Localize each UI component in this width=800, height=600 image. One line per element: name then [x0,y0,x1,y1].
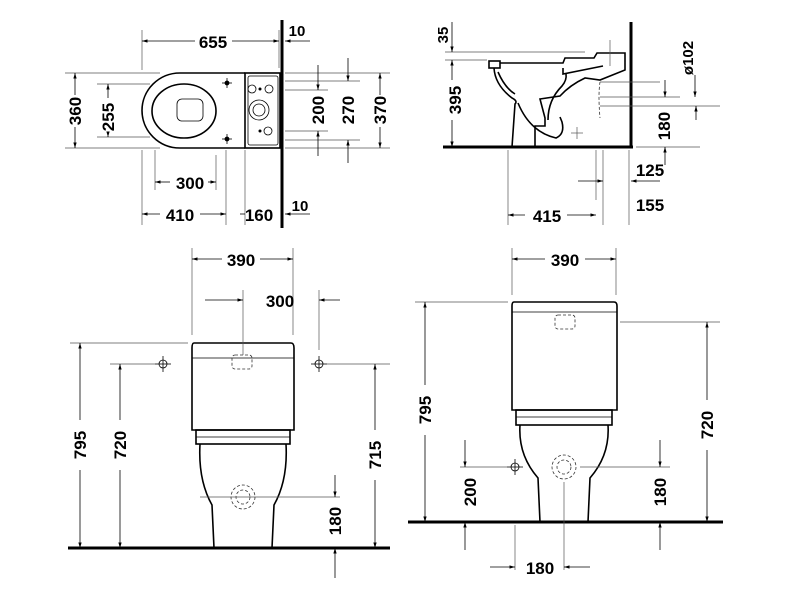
bowl-outline [141,72,245,149]
dim-300-top: 300 [176,174,204,193]
dim-200-right: 200 [461,478,480,506]
fixing-marks [155,356,327,372]
cistern-outline [511,301,618,411]
outlet-circle [248,99,270,121]
dimension-lines [78,257,377,578]
trap-inner [547,73,567,121]
side-view: 35 395 ø102 180 125 415 155 [435,22,720,226]
extension-lines [415,248,720,570]
cistern-inner [247,75,279,146]
dim-180-right-horizontal: 180 [526,559,554,578]
bowl-front [493,67,517,148]
fixing-hole [263,126,273,136]
dim-795-right: 795 [416,396,435,424]
seat-hinge [488,60,501,69]
dim-395: 395 [446,86,465,114]
seat-outline [151,83,217,139]
dim-720-right: 720 [698,411,717,439]
dim-415: 415 [533,207,561,226]
outlet-dashed [551,454,577,480]
dim-255: 255 [99,103,118,131]
dim-125: 125 [636,161,664,180]
bowl-inner [497,71,516,95]
outlet-dashed [598,81,601,119]
dimension-lines [423,257,709,569]
dim-715: 715 [366,441,385,469]
trap-curve [517,102,564,139]
cistern-outline [191,342,295,431]
dim-370: 370 [371,96,390,124]
dim-200: 200 [309,96,328,124]
dim-155: 155 [636,196,664,215]
fixing-cross [222,78,232,144]
dim-35: 35 [435,27,452,44]
dim-410: 410 [166,206,194,225]
dimension-lines [450,22,698,217]
fixing-hole [264,84,274,94]
dim-655: 655 [199,33,227,52]
dim-390-right: 390 [551,251,579,270]
dot [258,87,262,91]
seat-band [515,409,613,426]
outlet-inner [252,103,266,117]
dim-795-left: 795 [71,431,90,459]
bowl-outline [519,424,609,523]
fixing-marks [507,459,523,475]
front-view-right: 390 795 720 200 180 180 [408,248,723,578]
bowl-outline [198,443,288,549]
fixing-hole [247,84,257,94]
bowl-opening [176,98,204,122]
cistern-profile [500,52,626,147]
front-view-left: 390 300 795 720 715 180 [68,248,390,578]
dim-180-side: 180 [655,112,674,140]
flush-button-dashed [554,314,576,330]
top-view: 655 10 360 255 200 270 370 300 410 160 1… [65,20,390,228]
flush-button-dashed [231,354,253,370]
dim-diameter-102: ø102 [680,41,697,75]
dim-160: 160 [245,206,273,225]
dim-300-front: 300 [266,292,294,311]
cistern-outline [244,72,281,149]
extension-lines [70,248,390,498]
extension-lines [445,40,720,225]
dim-360: 360 [66,97,85,125]
dim-180-right-vertical: 180 [651,478,670,506]
dim-10-bottom: 10 [292,198,309,215]
dot [258,129,262,133]
dim-390-left: 390 [227,251,255,270]
outlet-dashed-inner [556,459,572,475]
tank-edge [562,65,604,75]
dim-10-top: 10 [289,23,306,40]
dim-270: 270 [339,96,358,124]
dimension-lines [73,39,382,216]
dim-180-left: 180 [326,507,345,535]
dim-720-left: 720 [111,431,130,459]
